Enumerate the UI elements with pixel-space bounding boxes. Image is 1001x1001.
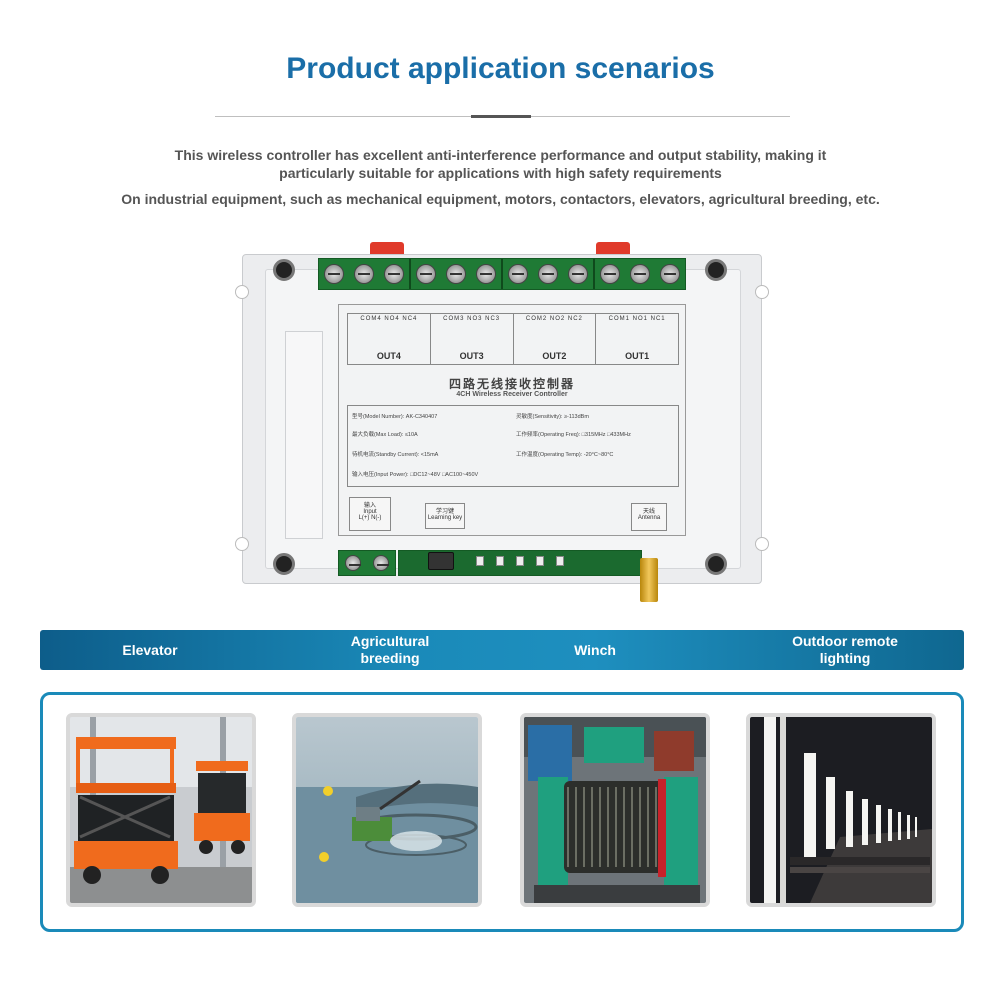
spec-max-load: 最大负载(Max Load): ≤10A [352, 432, 418, 438]
wireless-controller-device: COM4 NO4 NC4 OUT4 COM3 NO3 NC3 OUT3 COM2… [235, 240, 769, 602]
screw-icon [354, 264, 374, 284]
relay-out3: COM3 NO3 NC3 OUT3 [431, 314, 514, 364]
spec-temp: 工作温度(Operating Temp): -20°C~80°C [516, 452, 614, 458]
title-divider-accent [471, 115, 531, 118]
spec-freq: 工作频率(Operating Freq): □315MHz □433MHz [516, 432, 631, 438]
antenna-label-box: 天线 Antenna [631, 503, 667, 531]
mount-ear [755, 285, 769, 299]
spec-standby: 待机电流(Standby Current): <15mA [352, 452, 439, 458]
scenario-label-winch: Winch [574, 641, 616, 658]
side-slot [285, 331, 323, 539]
scenario-label-elevator: Elevator [122, 641, 178, 658]
mount-hole [273, 259, 295, 281]
spec-model: 型号(Model Number): AK-C340407 [352, 414, 438, 420]
screw-icon [508, 264, 528, 284]
screw-icon [416, 264, 436, 284]
device-name-en: 4CH Wireless Receiver Controller [456, 391, 568, 398]
output-terminal-block [318, 258, 686, 290]
mount-ear [235, 285, 249, 299]
screw-icon [660, 264, 680, 284]
scenario-label-lighting: Outdoor remote lighting [792, 633, 898, 666]
learning-key-box: 学习键 Learning key [425, 503, 465, 529]
spec-table: 型号(Model Number): AK-C340407 灵敏度(Sensiti… [347, 405, 679, 487]
description-line-3: On industrial equipment, such as mechani… [121, 191, 880, 207]
antenna-connector [640, 558, 658, 602]
description-line-1: This wireless controller has excellent a… [174, 147, 827, 163]
led-indicator [536, 556, 544, 566]
outdoor-lighting-photo [746, 713, 936, 907]
screw-icon [324, 264, 344, 284]
screw-icon [600, 264, 620, 284]
relay-out1: COM1 NO1 NC1 OUT1 [608, 316, 666, 361]
screw-icon [568, 264, 588, 284]
scenario-photo-frame [40, 692, 964, 932]
led-indicator [496, 556, 504, 566]
device-label-panel: COM4 NO4 NC4 OUT4 COM3 NO3 NC3 OUT3 COM2… [338, 304, 686, 536]
winch-photo [520, 713, 710, 907]
relay-diagram: COM4 NO4 NC4 OUT4 COM3 NO3 NC3 OUT3 COM2… [347, 313, 679, 365]
page-title: Product application scenarios [286, 52, 715, 85]
screw-icon [446, 264, 466, 284]
relay-out4: COM4 NO4 NC4 OUT4 [348, 314, 431, 364]
relay-out2: COM2 NO2 NC2 OUT2 [514, 314, 597, 364]
scenario-banner [40, 630, 964, 670]
input-terminal-block [338, 550, 396, 576]
mount-ear [755, 537, 769, 551]
screw-icon [630, 264, 650, 284]
led-indicator [556, 556, 564, 566]
screw-icon [384, 264, 404, 284]
scenario-label-agricultural: Agricultural breeding [350, 633, 430, 666]
mount-hole [705, 553, 727, 575]
device-name-cn: 四路无线接收控制器 [448, 377, 575, 391]
spec-power: 输入电压(Input Power): □DC12~48V □AC100~450V [352, 472, 479, 478]
screw-icon [345, 555, 361, 571]
screw-icon [373, 555, 389, 571]
learning-key-button[interactable] [428, 552, 454, 570]
screw-icon [476, 264, 496, 284]
mount-hole [705, 259, 727, 281]
screw-icon [538, 264, 558, 284]
led-indicator [476, 556, 484, 566]
mount-hole [273, 553, 295, 575]
elevator-photo [66, 713, 256, 907]
input-label-box: 输入 Input L(+) N(-) [349, 497, 391, 531]
spec-sensitivity: 灵敏度(Sensitivity): ≥-113dBm [516, 414, 589, 420]
led-indicator [516, 556, 524, 566]
agricultural-breeding-photo [292, 713, 482, 907]
mount-ear [235, 537, 249, 551]
description-line-2: particularly suitable for applications w… [279, 165, 722, 181]
